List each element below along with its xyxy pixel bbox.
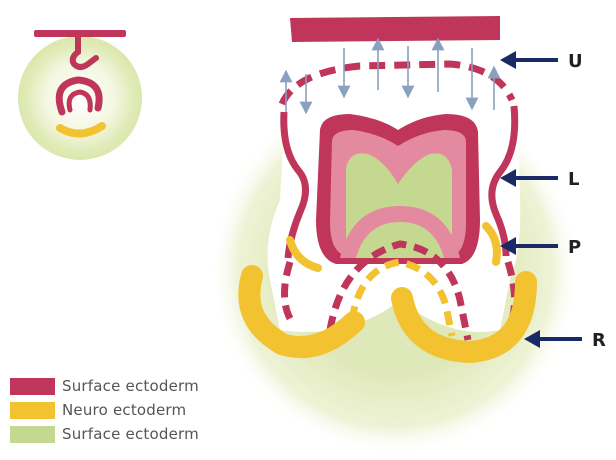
small-embryo-illustration — [18, 30, 142, 160]
main-eye-diagram — [210, 16, 580, 455]
label-p: P — [568, 237, 581, 258]
legend: Surface ectoderm Neuro ectoderm Surface … — [10, 374, 250, 446]
label-l: L — [568, 169, 579, 190]
legend-item-surface-ectoderm: Surface ectoderm — [10, 374, 250, 398]
legend-label-surface-ectoderm: Surface ectoderm — [62, 377, 199, 395]
label-r: R — [592, 330, 606, 351]
legend-swatch-neuro-ectoderm — [10, 402, 55, 419]
legend-swatch-surface-ectoderm-green — [10, 426, 55, 443]
legend-item-surface-ectoderm-green: Surface ectoderm — [10, 422, 250, 446]
surface-ectoderm-bar — [290, 16, 500, 42]
legend-item-neuro-ectoderm: Neuro ectoderm — [10, 398, 250, 422]
label-u: U — [568, 51, 583, 72]
legend-label-neuro-ectoderm: Neuro ectoderm — [62, 401, 186, 419]
legend-swatch-surface-ectoderm — [10, 378, 55, 395]
pointer-u-head — [500, 51, 516, 69]
pointer-u: U — [500, 51, 583, 72]
small-embryo-disc — [18, 36, 142, 160]
legend-label-surface-ectoderm-green: Surface ectoderm — [62, 425, 199, 443]
